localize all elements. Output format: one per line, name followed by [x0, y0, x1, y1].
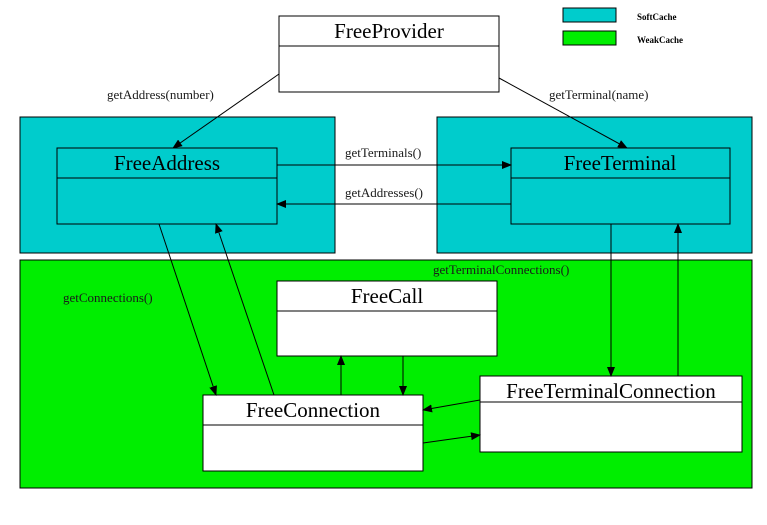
- legend-label-weak-cache: WeakCache: [637, 35, 683, 45]
- label-get-terminals: getTerminals(): [345, 145, 421, 160]
- legend-swatch-soft-cache: [562, 7, 617, 23]
- edge-address-to-connection: [158, 223, 217, 396]
- label-get-addresses: getAddresses(): [345, 185, 423, 200]
- legend-swatch-weak-cache: [562, 30, 617, 46]
- label-get-connections: getConnections(): [63, 290, 153, 305]
- class-free-terminal-name: FreeTerminal: [564, 151, 677, 175]
- class-free-provider: FreeProvider: [278, 15, 500, 93]
- class-free-address: FreeAddress: [56, 147, 278, 225]
- edge-provider-to-terminal: [498, 77, 628, 149]
- class-free-terminal-connection-name: FreeTerminalConnection: [506, 379, 716, 403]
- class-free-call-name: FreeCall: [351, 284, 423, 308]
- label-get-address: getAddress(number): [107, 87, 214, 102]
- edge-connection-to-terminal-connection: [422, 432, 481, 444]
- legend: SoftCache WeakCache: [562, 7, 683, 46]
- label-get-terminal-connections: getTerminalConnections(): [433, 262, 569, 277]
- class-free-call-box: [276, 280, 498, 357]
- class-free-terminal-box: [510, 147, 731, 225]
- class-free-connection-box: [202, 394, 424, 472]
- class-free-connection-name: FreeConnection: [246, 398, 381, 422]
- class-free-address-box: [56, 147, 278, 225]
- class-free-address-name: FreeAddress: [114, 151, 220, 175]
- edge-connection-to-address: [215, 223, 275, 396]
- edge-terminal-connection-to-connection: [422, 399, 481, 413]
- class-free-terminal: FreeTerminal: [510, 147, 731, 225]
- class-free-terminal-connection-box: [479, 375, 743, 453]
- class-free-provider-name: FreeProvider: [334, 19, 444, 43]
- legend-label-soft-cache: SoftCache: [637, 12, 677, 22]
- edge-provider-to-address: [172, 73, 280, 149]
- class-free-provider-box: [278, 15, 500, 93]
- label-get-terminal: getTerminal(name): [549, 87, 648, 102]
- class-free-connection: FreeConnection: [202, 394, 424, 472]
- class-free-terminal-connection: FreeTerminalConnection: [479, 375, 743, 453]
- class-free-call: FreeCall: [276, 280, 498, 357]
